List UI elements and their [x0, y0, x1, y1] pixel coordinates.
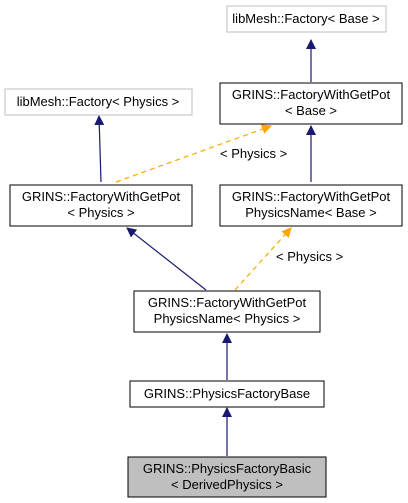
node-label-line-1: GRINS::FactoryWithGetPot: [148, 295, 307, 310]
template-edge-physicsname-physics-to-physicsname-base: [234, 227, 292, 291]
class-node-libmesh-factory-base[interactable]: libMesh::Factory< Base >: [226, 5, 387, 33]
class-node-libmesh-factory-physics[interactable]: libMesh::Factory< Physics >: [4, 88, 193, 116]
edge-label-physics-1: < Physics >: [220, 146, 287, 161]
node-label-line-2: < DerivedPhysics >: [171, 477, 283, 492]
inherit-edge-getpot-physics-to-factory-physics: [94, 115, 105, 183]
node-label-line-2: PhysicsName< Physics >: [154, 311, 301, 326]
inherit-edge-physicsname-physics-to-getpot-physics: [126, 227, 207, 291]
template-edge-getpot-physics-to-getpot-base: [115, 124, 272, 183]
node-label: GRINS::PhysicsFactoryBase: [144, 386, 310, 401]
node-label-line-2: < Physics >: [67, 205, 134, 220]
node-label: libMesh::Factory< Physics >: [17, 94, 180, 109]
node-label-line-2: PhysicsName< Base >: [245, 205, 377, 220]
node-label-line-1: GRINS::FactoryWithGetPot: [232, 189, 391, 204]
class-node-factory-with-getpot-physicsname-base[interactable]: GRINS::FactoryWithGetPot PhysicsName< Ba…: [219, 184, 403, 227]
class-node-factory-with-getpot-base[interactable]: GRINS::FactoryWithGetPot < Base >: [219, 82, 403, 125]
node-label-line-2: < Base >: [285, 103, 337, 118]
edges: [94, 39, 316, 456]
node-label: libMesh::Factory< Base >: [232, 11, 379, 26]
node-label-line-1: GRINS::FactoryWithGetPot: [232, 87, 391, 102]
edge-label-physics-2: < Physics >: [276, 249, 343, 264]
class-node-factory-with-getpot-physics[interactable]: GRINS::FactoryWithGetPot < Physics >: [9, 184, 193, 227]
node-label-line-1: GRINS::PhysicsFactoryBasic: [143, 461, 312, 476]
node-label-line-1: GRINS::FactoryWithGetPot: [22, 189, 181, 204]
class-node-physics-factory-base[interactable]: GRINS::PhysicsFactoryBase: [129, 380, 325, 408]
class-node-physics-factory-basic[interactable]: GRINS::PhysicsFactoryBasic < DerivedPhys…: [127, 456, 327, 498]
class-node-factory-with-getpot-physicsname-physics[interactable]: GRINS::FactoryWithGetPot PhysicsName< Ph…: [133, 290, 321, 333]
